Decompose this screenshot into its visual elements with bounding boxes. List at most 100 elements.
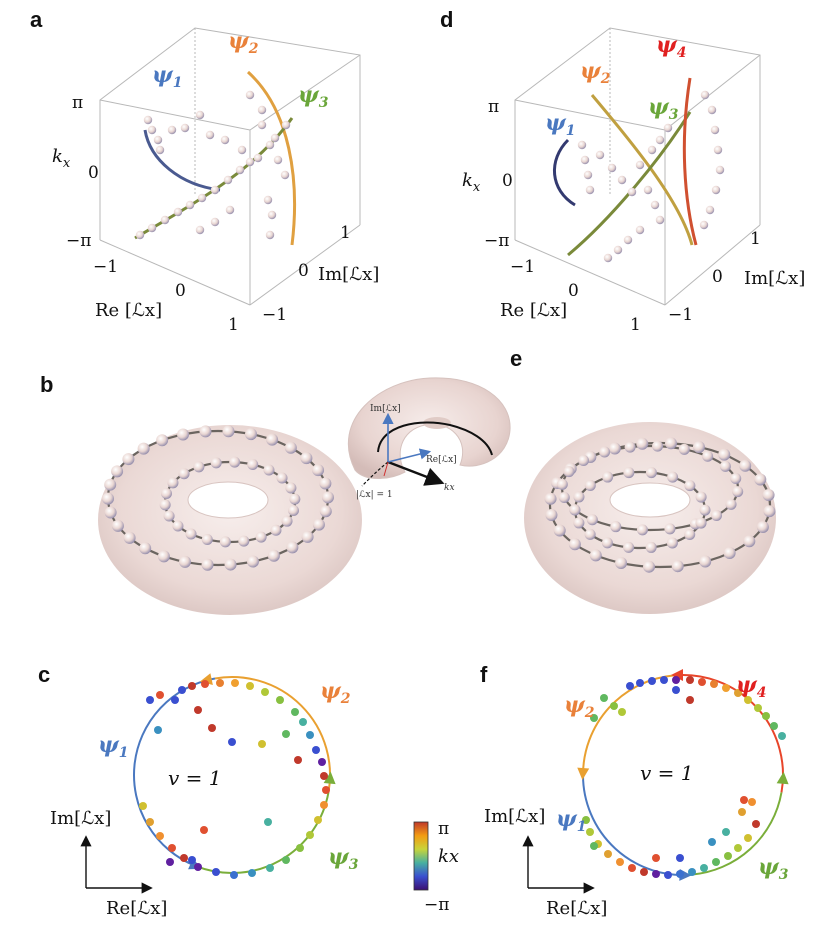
bead [199,425,212,438]
bead [288,505,300,517]
bead [267,549,280,562]
bead [553,524,566,537]
bead [111,519,124,532]
bead [719,460,731,472]
arrow-head [776,771,789,785]
bead [220,135,230,145]
bead [713,145,723,155]
kx-point [156,691,164,699]
bead [246,555,259,568]
bead [167,125,177,135]
inset-kx-label: kx [444,483,455,493]
bead [273,155,283,165]
bead [180,123,190,133]
bead [615,556,628,569]
kx-point [710,680,718,688]
bead [173,207,183,217]
bead [210,217,220,227]
bead [265,140,275,150]
bead [643,560,656,573]
bead [684,480,696,492]
kx-tick-pi: π [72,93,83,113]
kx-point [604,850,612,858]
kx-axis-label-d: kx [462,170,481,195]
bead [235,165,245,175]
bead [276,472,288,484]
bead [193,461,205,473]
panel-d-curves [553,77,698,257]
plane-re-label-f: Re[ℒx] [546,898,607,919]
bead [568,538,581,551]
bead [238,535,250,547]
winding-number-c: v = 1 [168,766,222,790]
bead [157,550,170,563]
bead [544,492,557,505]
kx-point [778,732,786,740]
bead [172,520,184,532]
psi2-label-c: ψ2 [320,678,351,707]
panel-f-winding-plot: ψ2 ψ4 ψ1 ψ3 v = 1 Im[ℒx] Re[ℒx] [484,669,789,919]
panel-b-torus [98,425,362,615]
plane-re-label-c: Re[ℒx] [106,898,167,919]
re-tick-0-d: 0 [568,281,579,301]
bead [281,515,293,527]
bead [159,499,171,511]
kx-point [188,856,196,864]
kx-tick-0: 0 [88,163,99,183]
psi2-label-a: ψ2 [228,28,259,57]
bead [223,175,233,185]
bead [647,145,657,155]
panel-b-beads [102,425,334,571]
kx-point [291,708,299,716]
kx-point [636,679,644,687]
bead [584,480,596,492]
im-tick-0-d: 0 [712,267,723,287]
bead [289,493,301,505]
kx-point [738,808,746,816]
kx-point [282,856,290,864]
bead [623,467,635,479]
kx-point [590,842,598,850]
kx-point [600,694,608,702]
bead [635,225,645,235]
bead [601,537,613,549]
re-axis-label: Re [ℒx] [95,300,162,321]
bead [185,200,195,210]
inset-torus: Im[ℒx] Re[ℒx] |ℒx| = 1 kx [348,377,511,500]
im-tick-1-d: 1 [750,229,761,249]
bead [650,200,660,210]
kx-point [314,816,322,824]
panel-c-arcs [133,673,336,874]
inset-re-label: Re[ℒx] [426,455,457,465]
psi2-curve-a [246,70,297,246]
kx-point [180,854,188,862]
kx-point [296,844,304,852]
kx-point [200,826,208,834]
kx-point [306,731,314,739]
kx-point [722,828,730,836]
plane-axes-c [80,835,153,894]
kx-point [748,798,756,806]
bead [245,157,255,167]
kx-point [712,858,720,866]
kx-point [212,868,220,876]
bead [201,558,214,571]
kx-point [664,871,672,879]
bead [695,517,707,529]
kx-point [194,706,202,714]
bead [197,193,207,203]
bead [652,440,664,452]
kx-point [652,870,660,878]
psi3-curve-d [567,111,692,257]
psi1-label-f: ψ1 [556,806,586,835]
kx-tick-0-d: 0 [502,171,513,191]
bead [163,510,175,522]
bead [577,140,587,150]
panel-a-3d-plot: π 0 −π kx −1 0 1 Re [ℒx] 1 0 −1 Im[ℒx] ψ… [52,27,379,335]
bead [237,145,247,155]
kx-point [652,854,660,862]
psi2-label-d: ψ2 [580,58,611,87]
panel-f-points [582,676,786,879]
colorbar-mid-label: kx [438,846,459,867]
kx-point [320,772,328,780]
